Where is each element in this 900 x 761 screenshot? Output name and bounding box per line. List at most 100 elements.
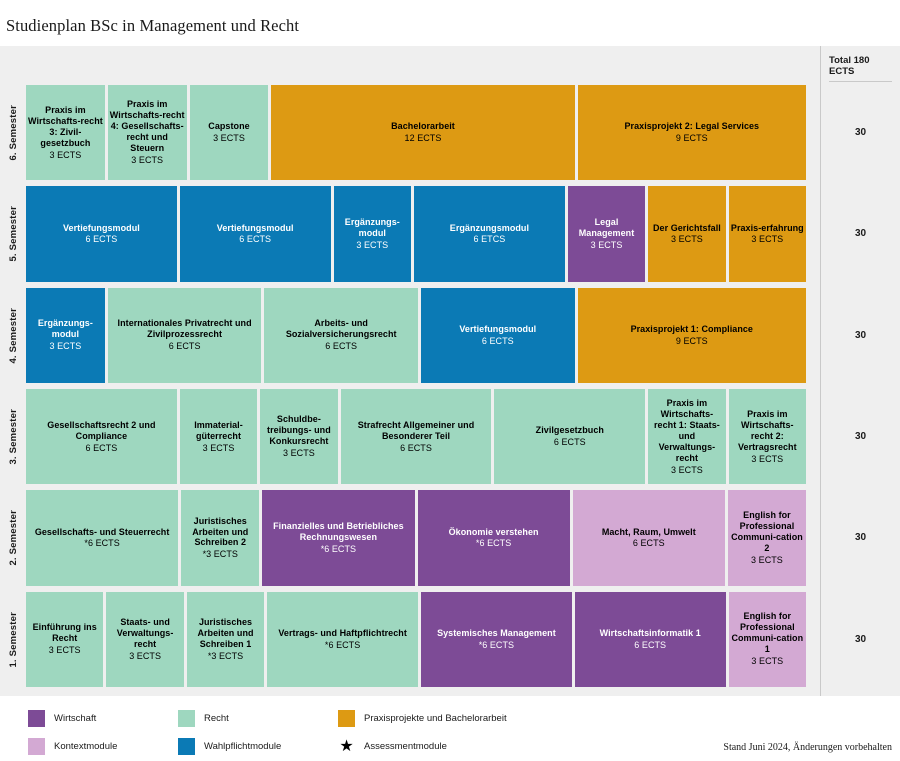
color-swatch-wahlpflicht [178, 738, 195, 755]
module-box[interactable]: Finanzielles und Betriebliches Rechnungs… [262, 490, 415, 586]
module-box[interactable]: Systemisches Management*6 ECTS [421, 591, 572, 687]
module-name: Praxisprojekt 2: Legal Services [624, 121, 760, 132]
module-name: Staats- und Verwaltungs-recht [116, 616, 174, 649]
module-name: Systemisches Management [437, 627, 556, 638]
semester-label-text: 6. Semester [7, 104, 19, 161]
module-ects: 3 ECTS [129, 650, 162, 661]
legend-item-recht: Recht [178, 710, 338, 727]
module-box[interactable]: English for Professional Communi-cation … [727, 490, 806, 586]
module-ects: 12 ECTS [404, 133, 442, 144]
module-name: Vertiefungsmodul [459, 323, 537, 334]
module-ects: *6 ECTS [475, 538, 512, 549]
module-box[interactable]: Praxis im Wirtschafts-recht 3: Zivil-ges… [26, 85, 105, 181]
semester-row: 6. Semester Praxis im Wirtschafts-recht 3… [0, 82, 820, 183]
module-ects: 3 ECTS [49, 341, 82, 352]
module-ects: *3 ECTS [207, 650, 244, 661]
legend-label: Kontextmodule [54, 741, 118, 752]
module-ects: 3 ECTS [751, 234, 784, 245]
semester-rows: 6. Semester Praxis im Wirtschafts-recht 3… [0, 82, 820, 690]
module-name: Praxis im Wirtschafts-recht 2: Vertragsr… [737, 408, 797, 452]
color-swatch-praxis [338, 710, 355, 727]
star-icon: ★ [339, 737, 354, 755]
module-box[interactable]: Praxis im Wirtschafts-recht 4: Gesellsch… [107, 85, 187, 181]
module-name: Internationales Privatrecht und Zivilpro… [117, 318, 252, 340]
semester-total: 30 [854, 633, 867, 645]
semester-label: 3. Semester [0, 389, 26, 484]
module-box[interactable]: Gesellschafts- und Steuerrecht*6 ECTS [26, 490, 179, 586]
module-name: Zivilgesetzbuch [535, 425, 604, 436]
semester-label: 6. Semester [0, 85, 26, 180]
module-name: Strafrecht Allgemeiner und Besonderer Te… [357, 419, 475, 441]
module-ects: 3 ECTS [49, 149, 82, 160]
module-name: Schuldbe-treibungs- und Konkursrecht [267, 414, 331, 447]
module-ects: 3 ECTS [283, 448, 315, 459]
semester-label-text: 2. Semester [7, 510, 19, 566]
module-box[interactable]: Strafrecht Allgemeiner und Besonderer Te… [340, 388, 492, 485]
module-box[interactable]: Ökonomie verstehen*6 ECTS [417, 490, 570, 586]
module-ects: 6 ECTS [634, 639, 667, 650]
module-name: Immaterial-güterrecht [194, 419, 243, 441]
module-ects: 9 ECTS [675, 335, 708, 346]
module-name: Legal Management [578, 217, 635, 238]
module-box[interactable]: Praxis im Wirtschafts-recht 1: Staats- u… [648, 388, 726, 485]
color-swatch-wirtschaft [28, 710, 45, 727]
module-name: Capstone [208, 121, 250, 132]
legend-item-wirtschaft: Wirtschaft [28, 710, 178, 727]
module-box[interactable]: English for Professional Communi-cation … [728, 591, 807, 687]
module-box[interactable]: Vertrags- und Haftpflichtrecht*6 ECTS [267, 591, 419, 687]
module-name: Vertiefungsmodul [216, 222, 294, 233]
module-box[interactable]: Internationales Privatrecht und Zivilpro… [107, 287, 262, 383]
module-ects: 6 ECTS [553, 437, 586, 448]
module-name: Praxis im Wirtschafts-recht 4: Gesellsch… [109, 99, 185, 154]
semester-label: 5. Semester [0, 186, 26, 281]
module-name: Macht, Raum, Umwelt [601, 526, 696, 537]
semester-label: 2. Semester [0, 490, 26, 585]
module-box[interactable]: Praxis im Wirtschafts-recht 2: Vertragsr… [728, 388, 807, 485]
module-name: Bachelorarbeit [391, 121, 455, 132]
legend-item-kontext: Kontextmodule [28, 738, 178, 755]
module-ects: 3 ECTS [356, 239, 389, 250]
module-name: Juristisches Arbeiten und Schreiben 1 [197, 616, 254, 649]
module-box[interactable]: Juristisches Arbeiten und Schreiben 2*3 … [181, 490, 260, 586]
semester-total: 30 [854, 532, 867, 544]
semester-label-text: 5. Semester [7, 206, 19, 262]
module-ects: 3 ECTS [131, 155, 164, 166]
module-box[interactable]: Juristisches Arbeiten und Schreiben 1*3 … [186, 591, 265, 687]
legend-item-wahlpflicht: Wahlpflichtmodule [178, 738, 338, 755]
module-ects: *6 ECTS [324, 639, 361, 650]
legend-label: Wahlpflichtmodule [204, 741, 282, 752]
module-ects: 3 ECTS [48, 645, 81, 656]
module-ects: *6 ECTS [478, 639, 515, 650]
color-swatch-recht [178, 710, 195, 727]
